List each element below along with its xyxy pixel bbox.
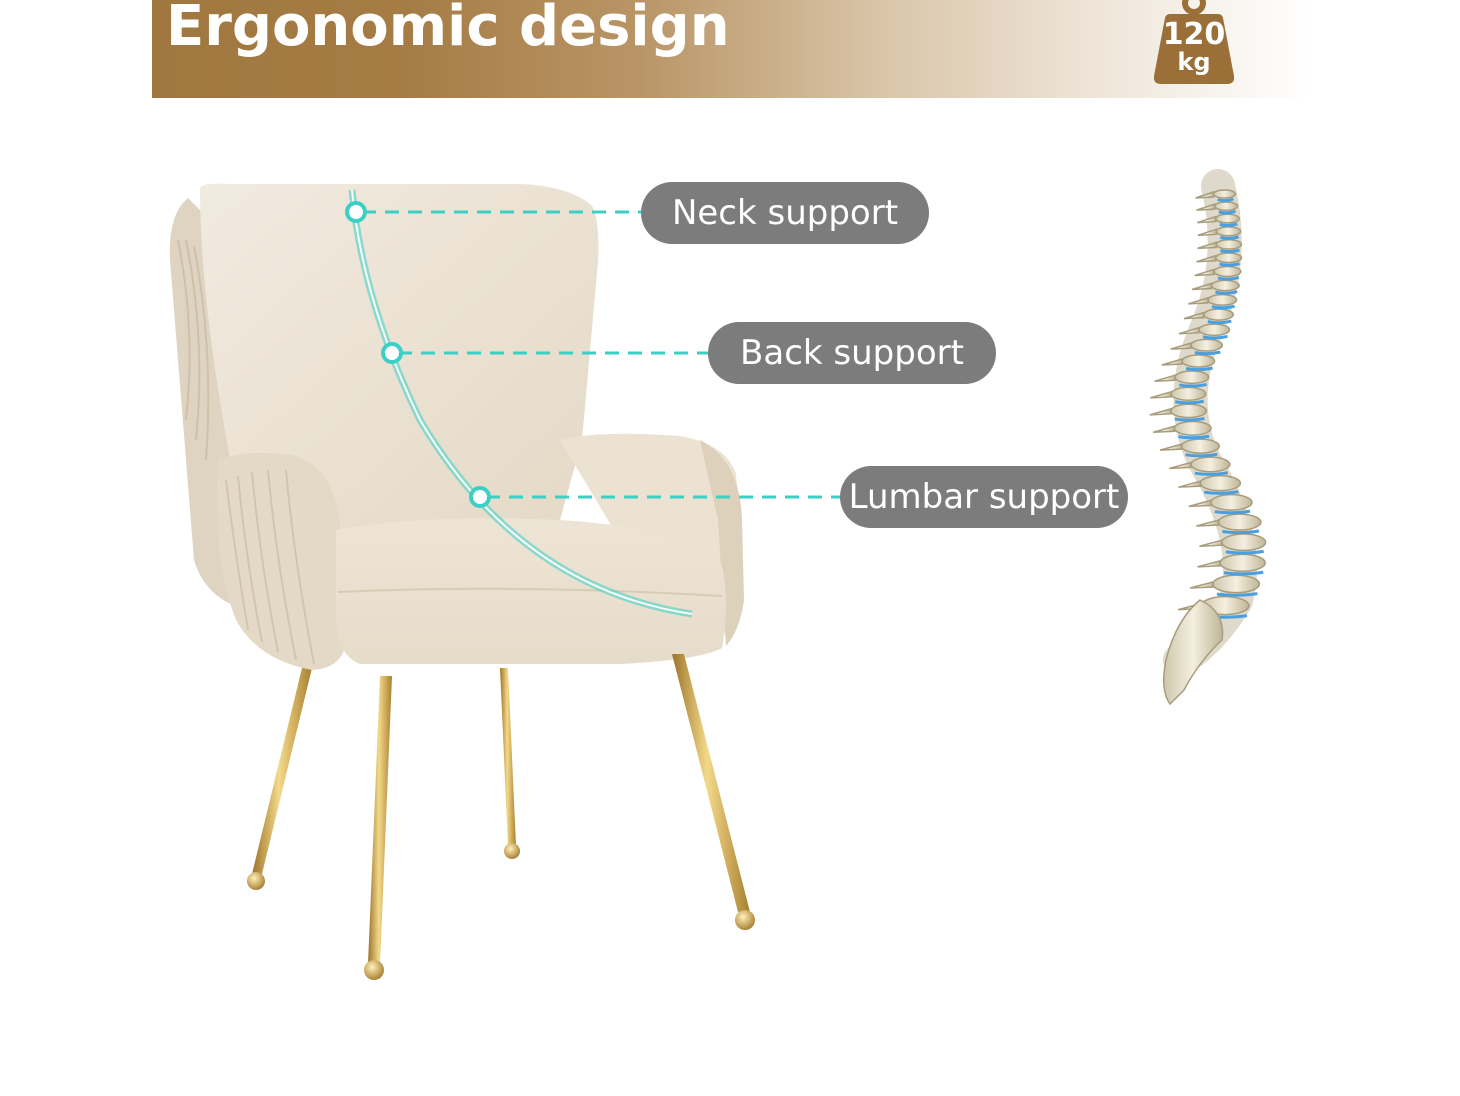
spinal-disc	[1185, 366, 1213, 372]
vertebra-process	[1197, 559, 1221, 568]
vertebra-process	[1196, 203, 1216, 211]
spinal-disc	[1207, 319, 1232, 325]
vertebra	[1174, 370, 1210, 385]
spinal-disc	[1217, 275, 1240, 281]
chair-front-legs	[364, 654, 755, 980]
vertebra	[1209, 493, 1253, 511]
spinal-disc	[1214, 509, 1251, 515]
spinal-disc	[1185, 452, 1218, 458]
vertebra-process	[1188, 296, 1209, 305]
vertebra-process	[1197, 228, 1218, 237]
vertebra-process	[1178, 480, 1201, 488]
neck-point-marker	[345, 201, 367, 223]
spinal-disc	[1218, 209, 1236, 215]
spinal-disc	[1219, 248, 1240, 254]
vertebra	[1215, 239, 1243, 250]
chair-backrest	[199, 183, 599, 540]
spinal-disc	[1225, 549, 1264, 555]
vertebra	[1215, 226, 1242, 237]
vertebra	[1190, 338, 1224, 352]
vertebra-process	[1183, 311, 1205, 320]
spinal-disc	[1219, 235, 1240, 240]
vertebra-process	[1170, 342, 1192, 350]
vertebra	[1217, 513, 1262, 531]
spine-illustration	[1149, 169, 1267, 706]
header-banner: Ergonomic design	[152, 0, 1312, 98]
spinal-disc	[1217, 197, 1235, 203]
support-guides	[345, 189, 840, 618]
lumbar-point-marker	[469, 486, 491, 508]
spinal-disc	[1216, 592, 1258, 597]
spinal-disc	[1215, 290, 1238, 295]
callout-lumbar-support: Lumbar support	[840, 466, 1128, 528]
vertebra-process	[1178, 326, 1200, 335]
back-point-marker	[381, 342, 403, 364]
vertebra	[1198, 323, 1231, 337]
vertebra-process	[1149, 407, 1172, 416]
vertebra-process	[1161, 357, 1183, 366]
vertebra	[1181, 354, 1216, 368]
vertebra	[1213, 265, 1242, 278]
vertebra-process	[1197, 241, 1218, 250]
weight-value: 120	[1162, 17, 1226, 52]
vertebra	[1170, 386, 1207, 401]
chair-back-legs	[247, 668, 520, 890]
vertebra-process	[1199, 539, 1223, 547]
weight-unit: kg	[1177, 48, 1211, 76]
vertebra	[1210, 279, 1240, 292]
spinal-disc	[1223, 570, 1264, 576]
vertebra-process	[1169, 461, 1192, 470]
vertebra-process	[1195, 190, 1215, 199]
chair-seat	[336, 518, 726, 664]
spinal-disc	[1194, 471, 1229, 476]
vertebra	[1199, 474, 1242, 492]
vertebra-process	[1159, 443, 1183, 451]
vertebra	[1180, 438, 1221, 454]
spinal-disc	[1174, 416, 1205, 422]
spinal-disc	[1219, 262, 1240, 267]
vertebra-process	[1152, 425, 1176, 434]
callout-neck-support: Neck support	[641, 182, 929, 244]
vertebra-process	[1189, 581, 1214, 589]
vertebra	[1212, 574, 1261, 594]
sacrum	[1163, 599, 1224, 706]
vertebra	[1207, 293, 1238, 306]
chair-left-arm	[216, 452, 346, 670]
callout-back-support: Back support	[708, 322, 996, 384]
vertebra	[1203, 308, 1235, 321]
spinal-disc	[1222, 529, 1260, 535]
spinal-disc	[1219, 222, 1238, 228]
armchair	[169, 183, 755, 980]
spinal-disc	[1178, 434, 1210, 440]
spinal-disc	[1204, 490, 1239, 495]
vertebra-process	[1154, 374, 1176, 382]
vertebra-process	[1194, 268, 1215, 277]
vertebra	[1212, 189, 1237, 199]
vertebra-process	[1196, 519, 1220, 527]
vertebra-process	[1196, 254, 1217, 263]
vertebra-process	[1191, 282, 1213, 291]
weight-capacity-badge: 120 kg	[1148, 0, 1240, 88]
spinal-disc	[1194, 350, 1221, 356]
vertebra-process	[1188, 499, 1212, 508]
spinal-disc	[1178, 382, 1207, 388]
vertebra	[1214, 252, 1243, 264]
vertebra-process	[1150, 390, 1172, 399]
vertebra-process	[1197, 215, 1217, 224]
spinal-disc	[1174, 399, 1204, 405]
vertebra	[1190, 456, 1231, 473]
vertebra	[1173, 420, 1212, 436]
vertebra	[1219, 553, 1266, 573]
vertebra	[1215, 213, 1241, 224]
vertebra	[1221, 533, 1267, 552]
page-title: Ergonomic design	[166, 0, 730, 59]
weight-icon	[1153, 0, 1235, 84]
spinal-disc	[1211, 304, 1235, 310]
spinal-disc	[1202, 334, 1228, 340]
vertebra	[1170, 403, 1208, 419]
vertebra	[1214, 201, 1239, 212]
